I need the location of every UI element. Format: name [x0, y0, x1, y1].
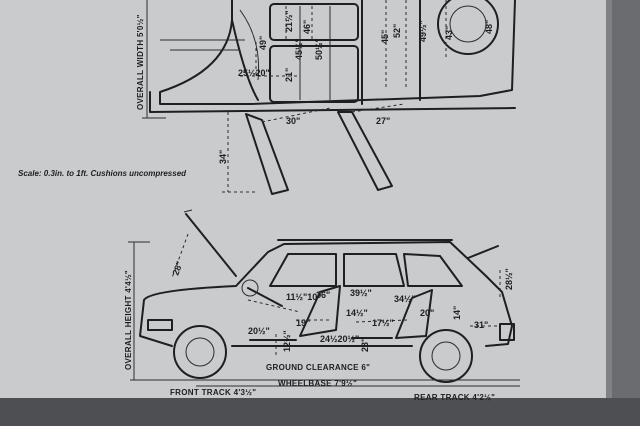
side-dim-20-half: 20½": [248, 326, 270, 336]
plan-view-drawing: [142, 0, 516, 195]
side-view-drawing: [128, 209, 520, 387]
plan-dim-52: 52": [392, 24, 402, 38]
side-dim-28: 28": [170, 260, 184, 277]
side-dim-34-half: 34½": [394, 294, 416, 304]
plan-dim-50-half: 50½": [314, 38, 324, 60]
plan-dim-30: 30": [286, 116, 300, 126]
plan-dim-45: 45": [380, 30, 390, 44]
side-dim-12-half: 12½": [282, 330, 292, 352]
overall-height-label: OVERALL HEIGHT 4'4½": [124, 270, 133, 370]
paper-page: [0, 0, 618, 402]
plan-dim-43: 43": [444, 26, 454, 40]
side-dim-17-half: 17½": [372, 318, 394, 328]
overall-width-label: OVERALL WIDTH 5'0½": [136, 14, 145, 110]
plan-dim-34: 34": [218, 150, 228, 164]
ground-clearance-label: GROUND CLEARANCE 6": [266, 363, 370, 372]
plan-dim-49: 49": [258, 36, 268, 50]
wheelbase-label: WHEELBASE 7'9½": [278, 379, 357, 388]
side-dim-23: 23": [360, 338, 370, 352]
plan-dim-48: 48": [484, 20, 494, 34]
side-dim-39-half: 39½": [350, 288, 372, 298]
side-dim-24-20: 24½20½": [320, 334, 359, 344]
side-dim-14-half: 14½": [346, 308, 368, 318]
scale-note: Scale: 0.3in. to 1ft. Cushions uncompres…: [18, 169, 187, 178]
plan-dim-25-20: 25½20": [238, 68, 270, 78]
side-dim-36: 36": [316, 290, 330, 300]
front-track-label: FRONT TRACK 4'3½": [170, 388, 256, 397]
plan-dim-21: 21": [284, 68, 294, 82]
side-dim-14: 14": [452, 306, 462, 320]
side-dim-19: 19": [296, 318, 310, 328]
plan-dim-45-half: 45½": [294, 38, 304, 60]
side-dim-11-half-10: 11½"10": [286, 292, 322, 302]
plan-dim-21-half: 21½": [284, 10, 294, 32]
plan-dim-27: 27": [376, 116, 390, 126]
plan-dim-46: 46": [302, 20, 312, 34]
side-dim-31: 31": [474, 320, 488, 330]
rear-track-label: REAR TRACK 4'2½": [414, 393, 495, 402]
side-dim-28-half: 28½": [504, 268, 514, 290]
plan-dim-49-half: 49½": [418, 20, 428, 42]
side-dim-20: 20": [420, 308, 434, 318]
